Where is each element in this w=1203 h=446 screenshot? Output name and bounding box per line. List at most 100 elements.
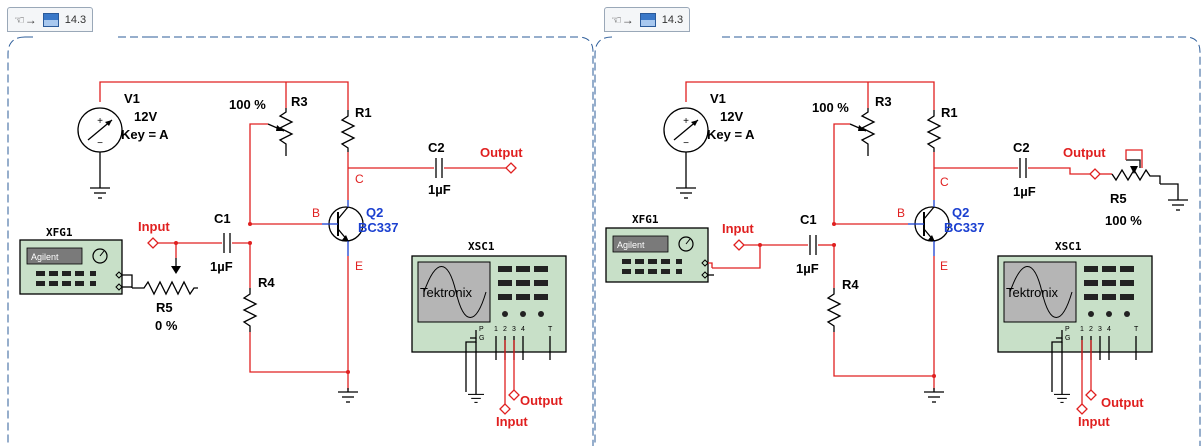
scope-name: XSC1 xyxy=(1055,240,1082,253)
scope-input-label: Input xyxy=(1078,414,1110,429)
voltage-source-v1[interactable]: + − xyxy=(77,107,123,153)
input-label: Input xyxy=(722,221,754,236)
grid-icon[interactable] xyxy=(42,12,59,27)
frame-left-edge xyxy=(7,36,26,446)
ground-icon xyxy=(467,393,485,403)
r3-setting: 100 % xyxy=(229,97,266,112)
fg-name: XFG1 xyxy=(46,226,73,239)
resistor-r1[interactable] xyxy=(926,110,942,152)
resistor-r4[interactable] xyxy=(242,288,258,332)
scope-probe-1: 1 xyxy=(494,326,498,333)
transistor-q2[interactable] xyxy=(328,206,364,242)
oscilloscope-xsc1[interactable]: Tektronix P G 1 2 3 4 T xyxy=(997,255,1153,353)
r1-name: R1 xyxy=(355,105,372,120)
input-connector[interactable] xyxy=(147,237,159,249)
ground-icon xyxy=(1053,393,1071,403)
fg-brand: Agilent xyxy=(31,252,59,262)
circuit-right: + − V1 12V Key = A R3 100 % R1 C2 xyxy=(605,81,1189,429)
hand-icon[interactable]: ☜→ xyxy=(14,12,37,27)
zoom-tab-right[interactable]: ☜→ 14.3 xyxy=(604,7,691,32)
ground-icon xyxy=(337,391,359,403)
scope-input-connector[interactable] xyxy=(499,403,511,415)
pin-e: E xyxy=(355,259,363,273)
capacitor-c2[interactable] xyxy=(1019,158,1027,178)
zoom-value: 14.3 xyxy=(661,13,684,26)
r3-name: R3 xyxy=(875,94,892,109)
q2-model: BC337 xyxy=(358,220,398,235)
c1-value: 1µF xyxy=(796,261,819,276)
v1-key: Key = A xyxy=(121,127,169,142)
frame-left xyxy=(150,36,594,446)
r3-name: R3 xyxy=(291,94,308,109)
svg-text:−: − xyxy=(97,138,103,149)
scope-output-label: Output xyxy=(520,393,563,408)
pin-b: B xyxy=(897,206,905,220)
capacitor-c2[interactable] xyxy=(435,158,443,178)
r4-name: R4 xyxy=(842,277,859,292)
scope-output-connector[interactable] xyxy=(1085,389,1097,401)
v1-voltage: 12V xyxy=(134,109,157,124)
scope-output-connector[interactable] xyxy=(508,389,520,401)
scope-probe-g: G xyxy=(479,335,484,342)
circuit-left: + − V1 12V Key = A R3 100 % R1 xyxy=(19,81,567,429)
v1-name: V1 xyxy=(124,91,140,106)
fg-brand: Agilent xyxy=(617,240,645,250)
scope-brand: Tektronix xyxy=(1006,285,1059,300)
function-generator-xfg1[interactable]: Agilent xyxy=(19,239,123,295)
scope-probe-t: T xyxy=(1134,326,1139,333)
c2-value: 1µF xyxy=(1013,184,1036,199)
function-generator-xfg1[interactable]: Agilent xyxy=(605,227,709,283)
scope-input-connector[interactable] xyxy=(1076,403,1088,415)
scope-probe-3: 3 xyxy=(1098,326,1102,333)
c2-value: 1µF xyxy=(428,182,451,197)
scope-probe-4: 4 xyxy=(521,326,525,333)
c2-name: C2 xyxy=(428,140,445,155)
ground-icon xyxy=(923,391,945,403)
scope-output-label: Output xyxy=(1101,395,1144,410)
q2-name: Q2 xyxy=(952,205,969,220)
r1-name: R1 xyxy=(941,105,958,120)
scope-input-label: Input xyxy=(496,414,528,429)
q2-model: BC337 xyxy=(944,220,984,235)
v1-key: Key = A xyxy=(707,127,755,142)
scope-probe-g: G xyxy=(1065,335,1070,342)
r5-setting: 100 % xyxy=(1105,213,1142,228)
output-label: Output xyxy=(1063,145,1106,160)
ground-icon xyxy=(89,187,111,199)
c2-name: C2 xyxy=(1013,140,1030,155)
input-connector[interactable] xyxy=(733,239,745,251)
potentiometer-r5[interactable] xyxy=(132,258,198,296)
capacitor-c1[interactable] xyxy=(223,233,231,253)
scope-probe-1: 1 xyxy=(1080,326,1084,333)
output-connector[interactable] xyxy=(505,162,517,174)
pin-e: E xyxy=(940,259,948,273)
r3-setting: 100 % xyxy=(812,100,849,115)
q2-name: Q2 xyxy=(366,205,383,220)
hand-icon[interactable]: ☜→ xyxy=(611,12,634,27)
voltage-source-v1[interactable]: + − xyxy=(663,107,709,153)
resistor-r1[interactable] xyxy=(340,110,356,152)
scope-probe-p: P xyxy=(1065,326,1070,333)
pin-c: C xyxy=(355,172,364,186)
fg-name: XFG1 xyxy=(632,213,659,226)
scope-probe-2: 2 xyxy=(1089,326,1093,333)
r4-name: R4 xyxy=(258,275,275,290)
capacitor-c1[interactable] xyxy=(809,235,817,255)
v1-name: V1 xyxy=(710,91,726,106)
output-connector[interactable] xyxy=(1089,168,1101,180)
input-label: Input xyxy=(138,219,170,234)
potentiometer-r5[interactable] xyxy=(1111,159,1161,184)
frame-right-edge xyxy=(594,36,613,446)
r5-name: R5 xyxy=(1110,191,1127,206)
zoom-value: 14.3 xyxy=(64,13,87,26)
c1-name: C1 xyxy=(800,212,817,227)
resistor-r4[interactable] xyxy=(826,288,842,332)
zoom-tab-left[interactable]: ☜→ 14.3 xyxy=(7,7,94,32)
scope-probe-4: 4 xyxy=(1107,326,1111,333)
r5-setting: 0 % xyxy=(155,318,178,333)
oscilloscope-xsc1[interactable]: Tektronix P G 1 2 3 4 T xyxy=(411,255,567,353)
potentiometer-r3[interactable] xyxy=(849,108,876,156)
potentiometer-r3[interactable] xyxy=(267,108,294,156)
grid-icon[interactable] xyxy=(639,12,656,27)
